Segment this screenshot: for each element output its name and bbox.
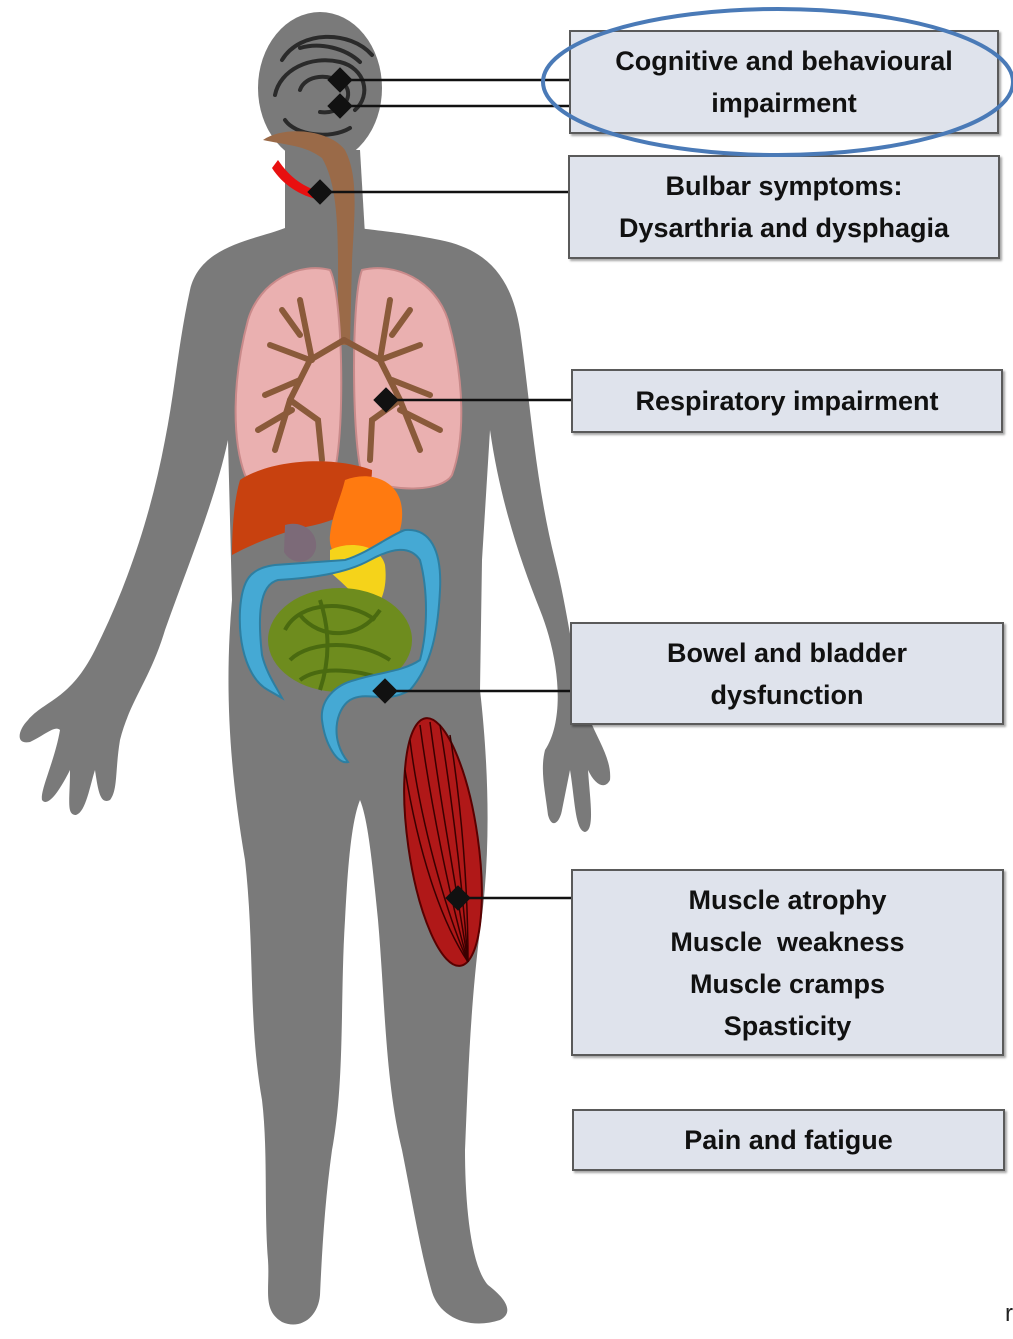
label-pain-line-1: Pain and fatigue <box>684 1119 893 1161</box>
label-muscle: Muscle atrophy Muscle weakness Muscle cr… <box>571 869 1004 1056</box>
label-respiratory-line-1: Respiratory impairment <box>635 380 938 422</box>
label-muscle-line-4: Spasticity <box>724 1005 852 1047</box>
label-bulbar-line-1: Bulbar symptoms: <box>665 165 902 207</box>
label-bowel: Bowel and bladder dysfunction <box>570 622 1004 725</box>
label-cognitive-line-1: Cognitive and behavioural <box>615 40 953 82</box>
label-bulbar-line-2: Dysarthria and dysphagia <box>619 207 949 249</box>
label-muscle-line-1: Muscle atrophy <box>688 879 886 921</box>
label-muscle-line-2: Muscle weakness <box>670 921 904 963</box>
corner-mark: r <box>1005 1300 1013 1328</box>
label-cognitive: Cognitive and behavioural impairment <box>569 30 999 134</box>
label-muscle-line-3: Muscle cramps <box>690 963 885 1005</box>
label-respiratory: Respiratory impairment <box>571 369 1003 433</box>
label-bowel-line-2: dysfunction <box>711 674 864 716</box>
label-cognitive-line-2: impairment <box>711 82 857 124</box>
label-pain: Pain and fatigue <box>572 1109 1005 1171</box>
label-bulbar: Bulbar symptoms: Dysarthria and dysphagi… <box>568 155 1000 259</box>
label-bowel-line-1: Bowel and bladder <box>667 632 907 674</box>
